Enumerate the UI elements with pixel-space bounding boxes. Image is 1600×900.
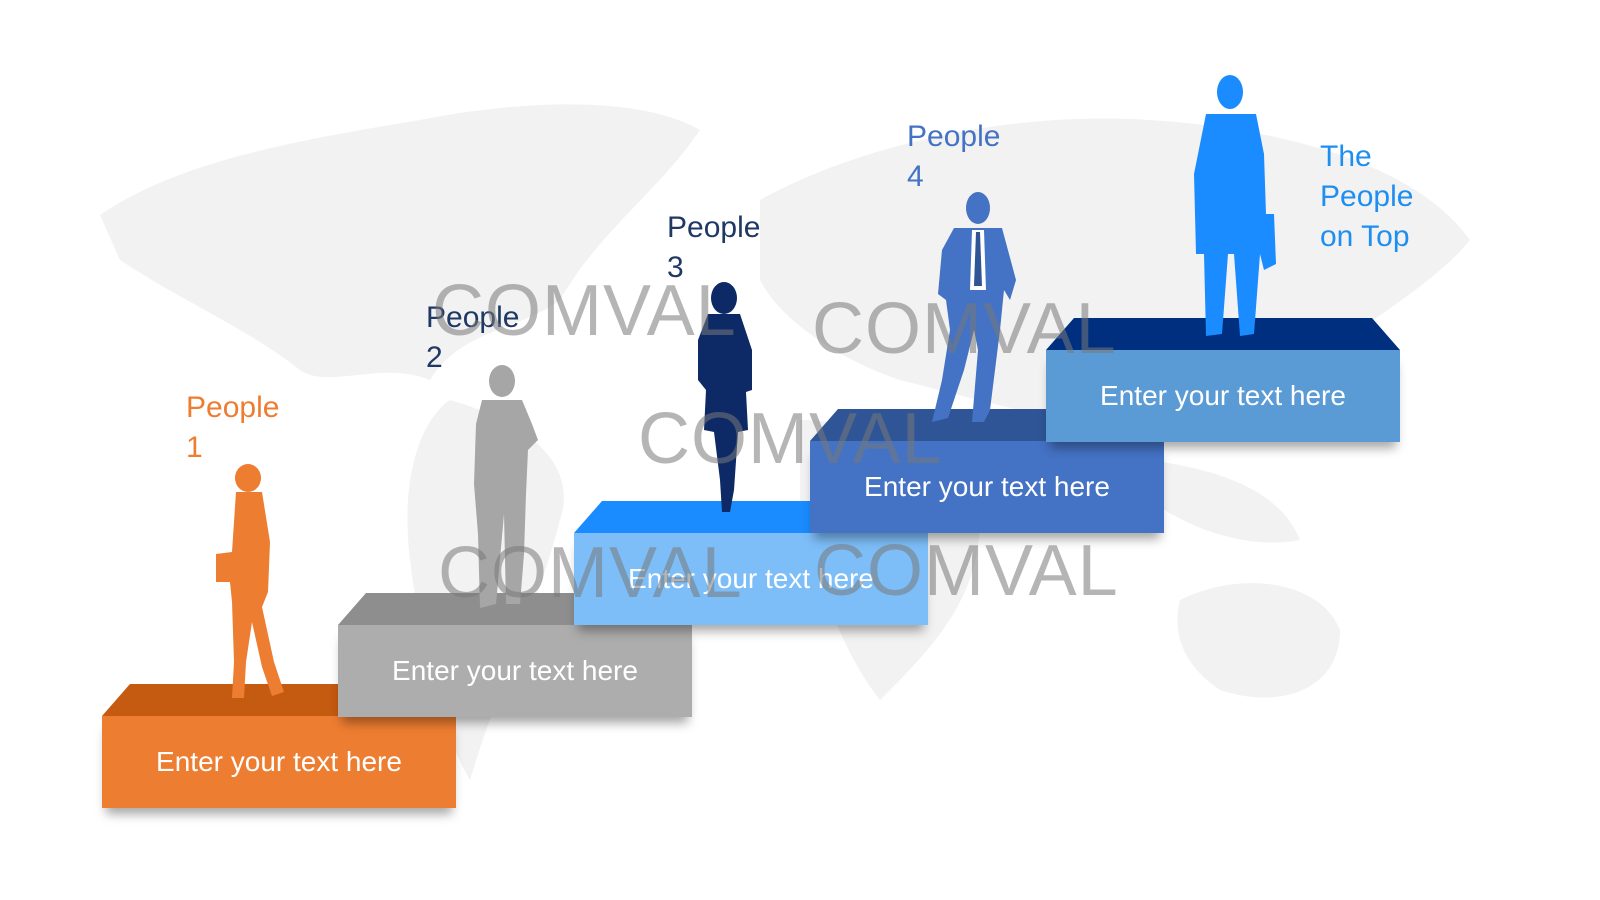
step-3-label-text: People 3 xyxy=(667,211,761,284)
step-2-text: Enter your text here xyxy=(392,655,638,686)
woman-walking-silhouette-icon xyxy=(216,464,284,698)
step-1-label: People 1 xyxy=(186,388,279,468)
step-5-top-face xyxy=(1046,318,1400,350)
step-5-text-box[interactable]: Enter your text here xyxy=(1046,350,1400,442)
step-3-text-box[interactable]: Enter your text here xyxy=(574,533,928,625)
step-4-label-text: People 4 xyxy=(907,120,1001,193)
man-arms-crossed-silhouette-icon xyxy=(474,365,538,608)
step-2-text-box[interactable]: Enter your text here xyxy=(338,625,692,717)
man-with-briefcase-silhouette-icon xyxy=(1194,75,1276,336)
step-5-text: Enter your text here xyxy=(1100,380,1346,411)
woman-standing-silhouette-icon xyxy=(698,282,752,512)
man-in-suit-silhouette-icon xyxy=(932,192,1016,422)
step-1-text: Enter your text here xyxy=(156,746,402,777)
step-5-label: The People on Top xyxy=(1320,137,1413,257)
step-2-label: People 2 xyxy=(426,298,519,378)
step-1-label-text: People 1 xyxy=(186,391,280,464)
step-5-label-line-1: The People xyxy=(1320,140,1414,213)
step-2-label-text: People 2 xyxy=(426,301,520,374)
step-3-label: People 3 xyxy=(667,208,760,288)
step-4-text-box[interactable]: Enter your text here xyxy=(810,441,1164,533)
step-3-text: Enter your text here xyxy=(628,563,874,594)
step-4-text: Enter your text here xyxy=(864,471,1110,502)
step-1-text-box[interactable]: Enter your text here xyxy=(102,716,456,808)
step-4-label: People 4 xyxy=(907,117,1000,197)
step-5-label-line-2: on Top xyxy=(1320,220,1410,253)
